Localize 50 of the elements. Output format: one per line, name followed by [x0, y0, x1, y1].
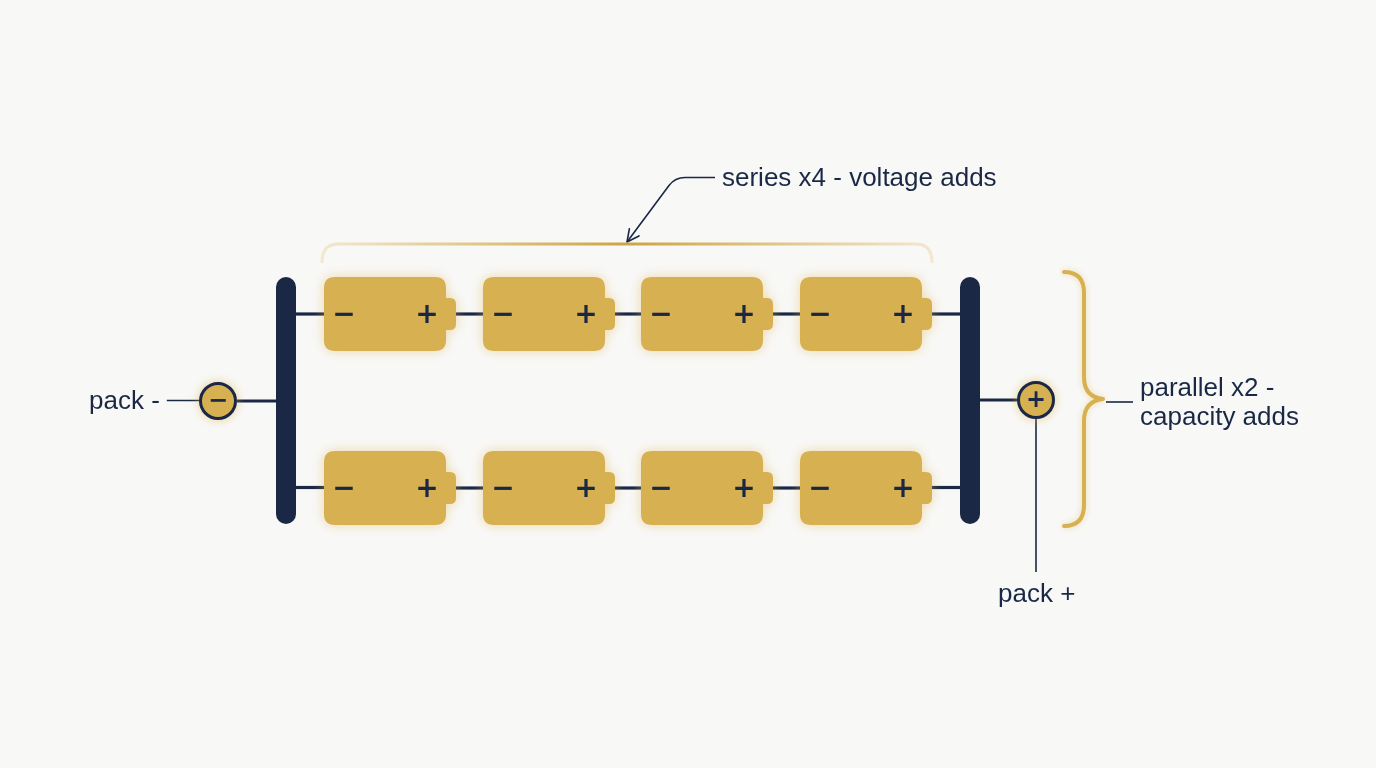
battery-cell — [483, 277, 615, 351]
wire — [237, 399, 276, 403]
polarity-sign: + — [731, 472, 757, 504]
annotation-text: pack + — [998, 579, 1076, 608]
pack-terminal: + — [1017, 381, 1055, 419]
polarity-sign: + — [414, 298, 440, 330]
battery-cell — [641, 451, 773, 525]
busbar — [276, 277, 296, 524]
polarity-sign: − — [807, 298, 833, 330]
polarity-sign: + — [573, 298, 599, 330]
battery-cell — [324, 451, 456, 525]
wire — [980, 398, 1017, 402]
annotation-text: series x4 - voltage adds — [722, 163, 997, 192]
polarity-sign: − — [807, 472, 833, 504]
curly-brace — [1060, 269, 1106, 529]
leader-line — [1105, 401, 1134, 403]
polarity-sign: + — [890, 472, 916, 504]
battery-cell — [800, 451, 932, 525]
polarity-sign: + — [731, 298, 757, 330]
pack-terminal: − — [199, 382, 237, 420]
wire — [456, 486, 483, 490]
wire — [932, 485, 960, 490]
span-bracket — [320, 241, 934, 263]
wire — [456, 312, 483, 316]
polarity-sign: − — [331, 472, 357, 504]
wire — [296, 485, 324, 490]
battery-cell — [324, 277, 456, 351]
busbar — [960, 277, 980, 524]
leader-line — [626, 176, 716, 243]
polarity-sign: − — [490, 472, 516, 504]
polarity-sign: + — [573, 472, 599, 504]
wire — [615, 486, 641, 490]
wire — [932, 312, 960, 316]
polarity-sign: + — [890, 298, 916, 330]
polarity-sign: − — [490, 298, 516, 330]
wire — [773, 486, 800, 490]
polarity-sign: + — [414, 472, 440, 504]
leader-line — [1035, 418, 1037, 573]
leader-line — [166, 399, 200, 402]
wire — [773, 312, 800, 316]
battery-cell — [641, 277, 773, 351]
annotation-text: pack - — [89, 386, 160, 415]
wire — [296, 312, 324, 316]
polarity-sign: − — [648, 298, 674, 330]
polarity-sign: − — [648, 472, 674, 504]
polarity-sign: − — [331, 298, 357, 330]
annotation-text: parallel x2 - capacity adds — [1140, 373, 1318, 431]
wire — [615, 312, 641, 316]
battery-cell — [800, 277, 932, 351]
battery-cell — [483, 451, 615, 525]
